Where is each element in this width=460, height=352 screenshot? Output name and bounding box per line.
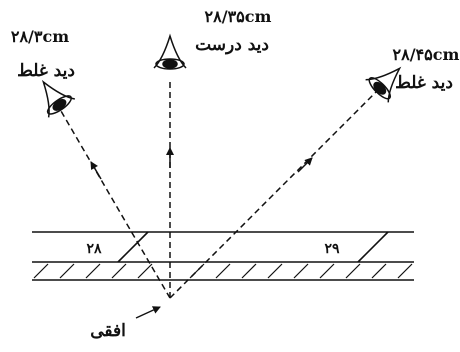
sight-line-right bbox=[169, 89, 379, 299]
ruler bbox=[32, 231, 414, 281]
surface-hatching bbox=[33, 263, 413, 279]
scale-label-28: ۲۸ bbox=[86, 241, 102, 257]
arrow-left bbox=[90, 161, 102, 180]
arrows bbox=[90, 147, 313, 180]
scale-mark-28 bbox=[117, 231, 149, 263]
sight-lines bbox=[60, 82, 379, 299]
eye-icon-center bbox=[153, 33, 187, 70]
center-caption-label: دید درست bbox=[195, 35, 269, 55]
scale-label-29: ۲۹ bbox=[324, 241, 340, 257]
eye-icon-left bbox=[41, 79, 75, 118]
sight-line-left bbox=[60, 110, 171, 299]
arrow-right bbox=[297, 157, 313, 173]
left-caption-label: دید غلط bbox=[17, 61, 75, 81]
eye-icon-right bbox=[365, 66, 402, 103]
center-value-label: ۲۸/۳۵cm bbox=[205, 7, 272, 26]
scale-mark-29 bbox=[357, 231, 389, 263]
horizontal-label: افقی bbox=[90, 321, 126, 341]
horizontal-pointer bbox=[135, 306, 161, 319]
left-value-label: ۲۸/۳cm bbox=[11, 27, 69, 46]
right-caption-label: دید غلط bbox=[395, 73, 453, 93]
right-value-label: ۲۸/۴۵cm bbox=[393, 45, 460, 64]
